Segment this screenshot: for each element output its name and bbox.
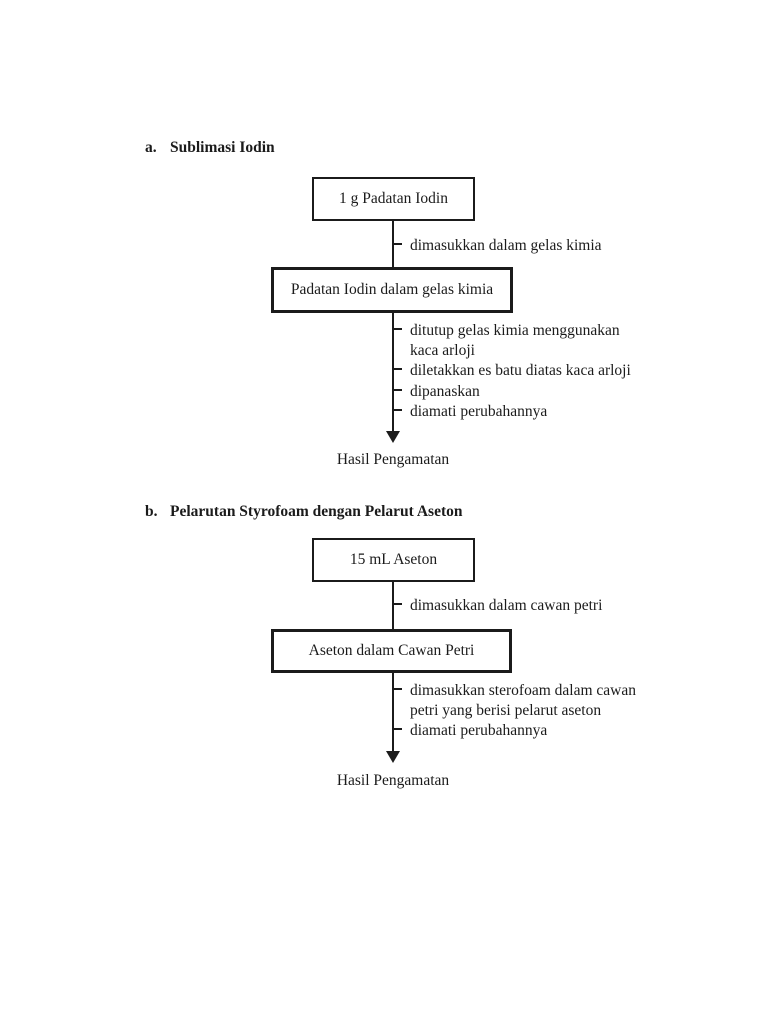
flowchart-a-step-4-line-1: diamati perubahannya [410, 403, 548, 420]
flowchart-a-input-label: 1 g Padatan Iodin [339, 190, 448, 207]
section-a-list-label: a. [145, 139, 157, 156]
flowchart-a-step-3-line-1: dipanaskan [410, 383, 480, 400]
flowchart-a-input-box: 1 g Padatan Iodin [312, 177, 475, 221]
section-a-heading: a. Sublimasi Iodin [145, 139, 275, 157]
flowchart-a-step-1-line-1: ditutup gelas kimia menggunakan [410, 322, 620, 339]
flowchart-b-tick-1 [393, 603, 402, 605]
flowchart-a-tick-3 [393, 368, 402, 370]
flowchart-a-tick-2 [393, 328, 402, 330]
flowchart-b-step-1-line-1: dimasukkan sterofoam dalam cawan [410, 682, 636, 699]
section-b-title: Pelarutan Styrofoam dengan Pelarut Aseto… [170, 503, 463, 520]
flowchart-b-transition-text: dimasukkan dalam cawan petri [410, 597, 603, 614]
flowchart-b-input-box: 15 mL Aseton [312, 538, 475, 582]
flowchart-b-process-label: Aseton dalam Cawan Petri [308, 642, 475, 659]
flowchart-a-step-2-line-1: diletakkan es batu diatas kaca arloji [410, 362, 631, 379]
section-b-list-label: b. [145, 503, 158, 520]
flowchart-a-connector-1 [392, 221, 394, 267]
flowchart-a-tick-5 [393, 409, 402, 411]
section-b-heading: b. Pelarutan Styrofoam dengan Pelarut Ase… [145, 503, 462, 521]
flowchart-a-process-label: Padatan Iodin dalam gelas kimia [290, 281, 494, 298]
flowchart-b-tick-2 [393, 688, 402, 690]
flowchart-b-arrow-down-icon [386, 751, 400, 763]
flowchart-b-connector-2 [392, 673, 394, 753]
flowchart-a-arrow-down-icon [386, 431, 400, 443]
flowchart-a-transition-text: dimasukkan dalam gelas kimia [410, 237, 602, 254]
flowchart-a-step-1-line-2: kaca arloji [410, 342, 475, 359]
flowchart-b-step-2-line-1: diamati perubahannya [410, 722, 548, 739]
flowchart-a-connector-2 [392, 313, 394, 433]
flowchart-a-tick-1 [393, 243, 402, 245]
flowchart-b-tick-3 [393, 728, 402, 730]
flowchart-b-result-label: Hasil Pengamatan [336, 772, 450, 789]
flowchart-a-tick-4 [393, 389, 402, 391]
flowchart-b-step-1-line-2: petri yang berisi pelarut aseton [410, 702, 602, 719]
section-a-title: Sublimasi Iodin [170, 139, 275, 156]
flowchart-a-process-box: Padatan Iodin dalam gelas kimia [271, 267, 513, 313]
flowchart-b-connector-1 [392, 582, 394, 629]
flowchart-a-result-label: Hasil Pengamatan [336, 451, 450, 468]
flowchart-b-process-box: Aseton dalam Cawan Petri [271, 629, 512, 673]
flowchart-b-input-label: 15 mL Aseton [349, 551, 438, 568]
